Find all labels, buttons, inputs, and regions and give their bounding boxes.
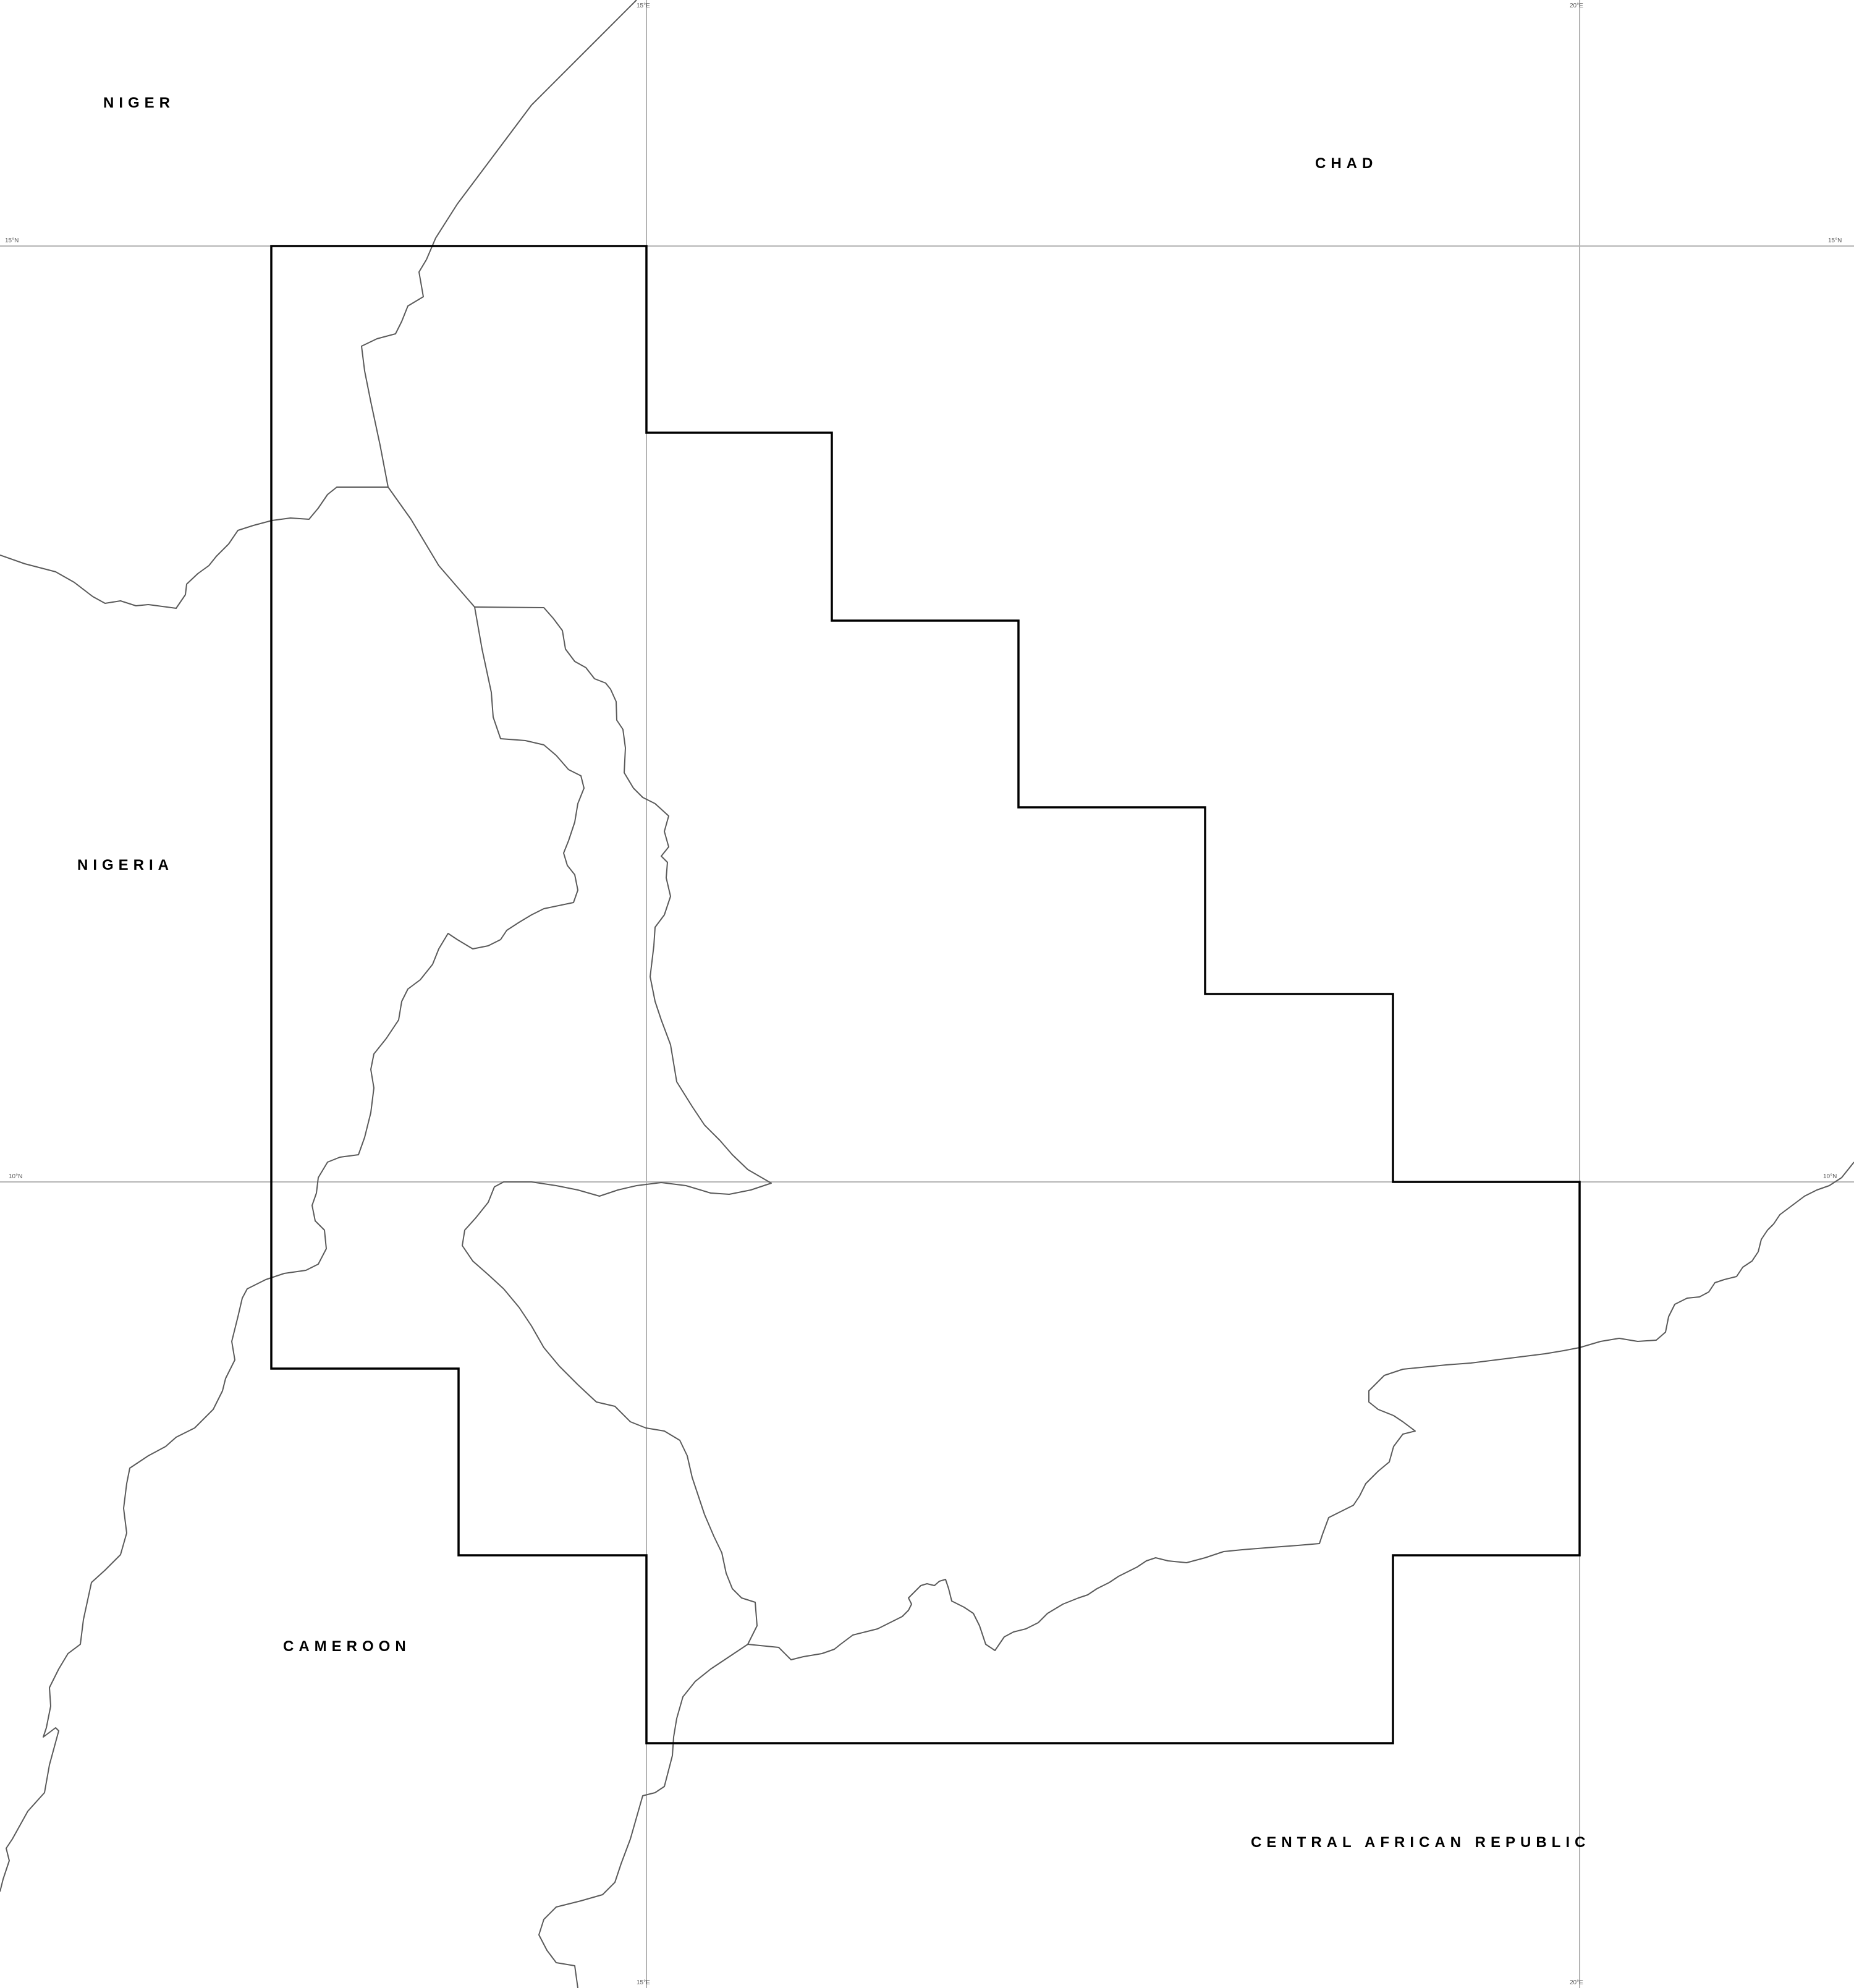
parallel-10n-label-right: 10°N [1823,1173,1837,1180]
border-niger-chad [361,0,637,488]
country-label-car: CENTRAL AFRICAN REPUBLIC [1251,1834,1590,1851]
meridian-20e-label-bottom: 20°E [1570,1979,1583,1986]
meridian-15e-label-top: 15°E [637,2,650,9]
country-label-chad: CHAD [1315,155,1378,172]
country-label-nigeria: NIGERIA [77,857,174,873]
border-nigeria-chad [387,486,475,608]
border-cameroon-car [538,1644,748,1988]
study-area-outline [270,245,1581,1744]
country-label-cameroon: CAMEROON [283,1638,411,1655]
graticule-labels: 15°E 15°E 20°E 20°E 15°N 15°N 10°N 10°N [5,2,1842,1986]
parallel-15n-label-left: 15°N [5,237,19,244]
meridian-20e-label-top: 20°E [1570,2,1583,9]
border-cameroon-nigeria [0,606,585,1892]
parallel-15n-label-right: 15°N [1828,237,1842,244]
country-labels: NIGER CHAD NIGERIA CAMEROON CENTRAL AFRI… [77,95,1590,1851]
parallel-10n-label-left: 10°N [9,1173,22,1180]
border-niger-nigeria [0,486,388,609]
border-chad-car [747,1162,1854,1660]
border-cameroon-chad-north [462,606,772,1645]
meridian-15e-label-bottom: 15°E [637,1979,650,1986]
country-label-niger: NIGER [103,95,175,111]
